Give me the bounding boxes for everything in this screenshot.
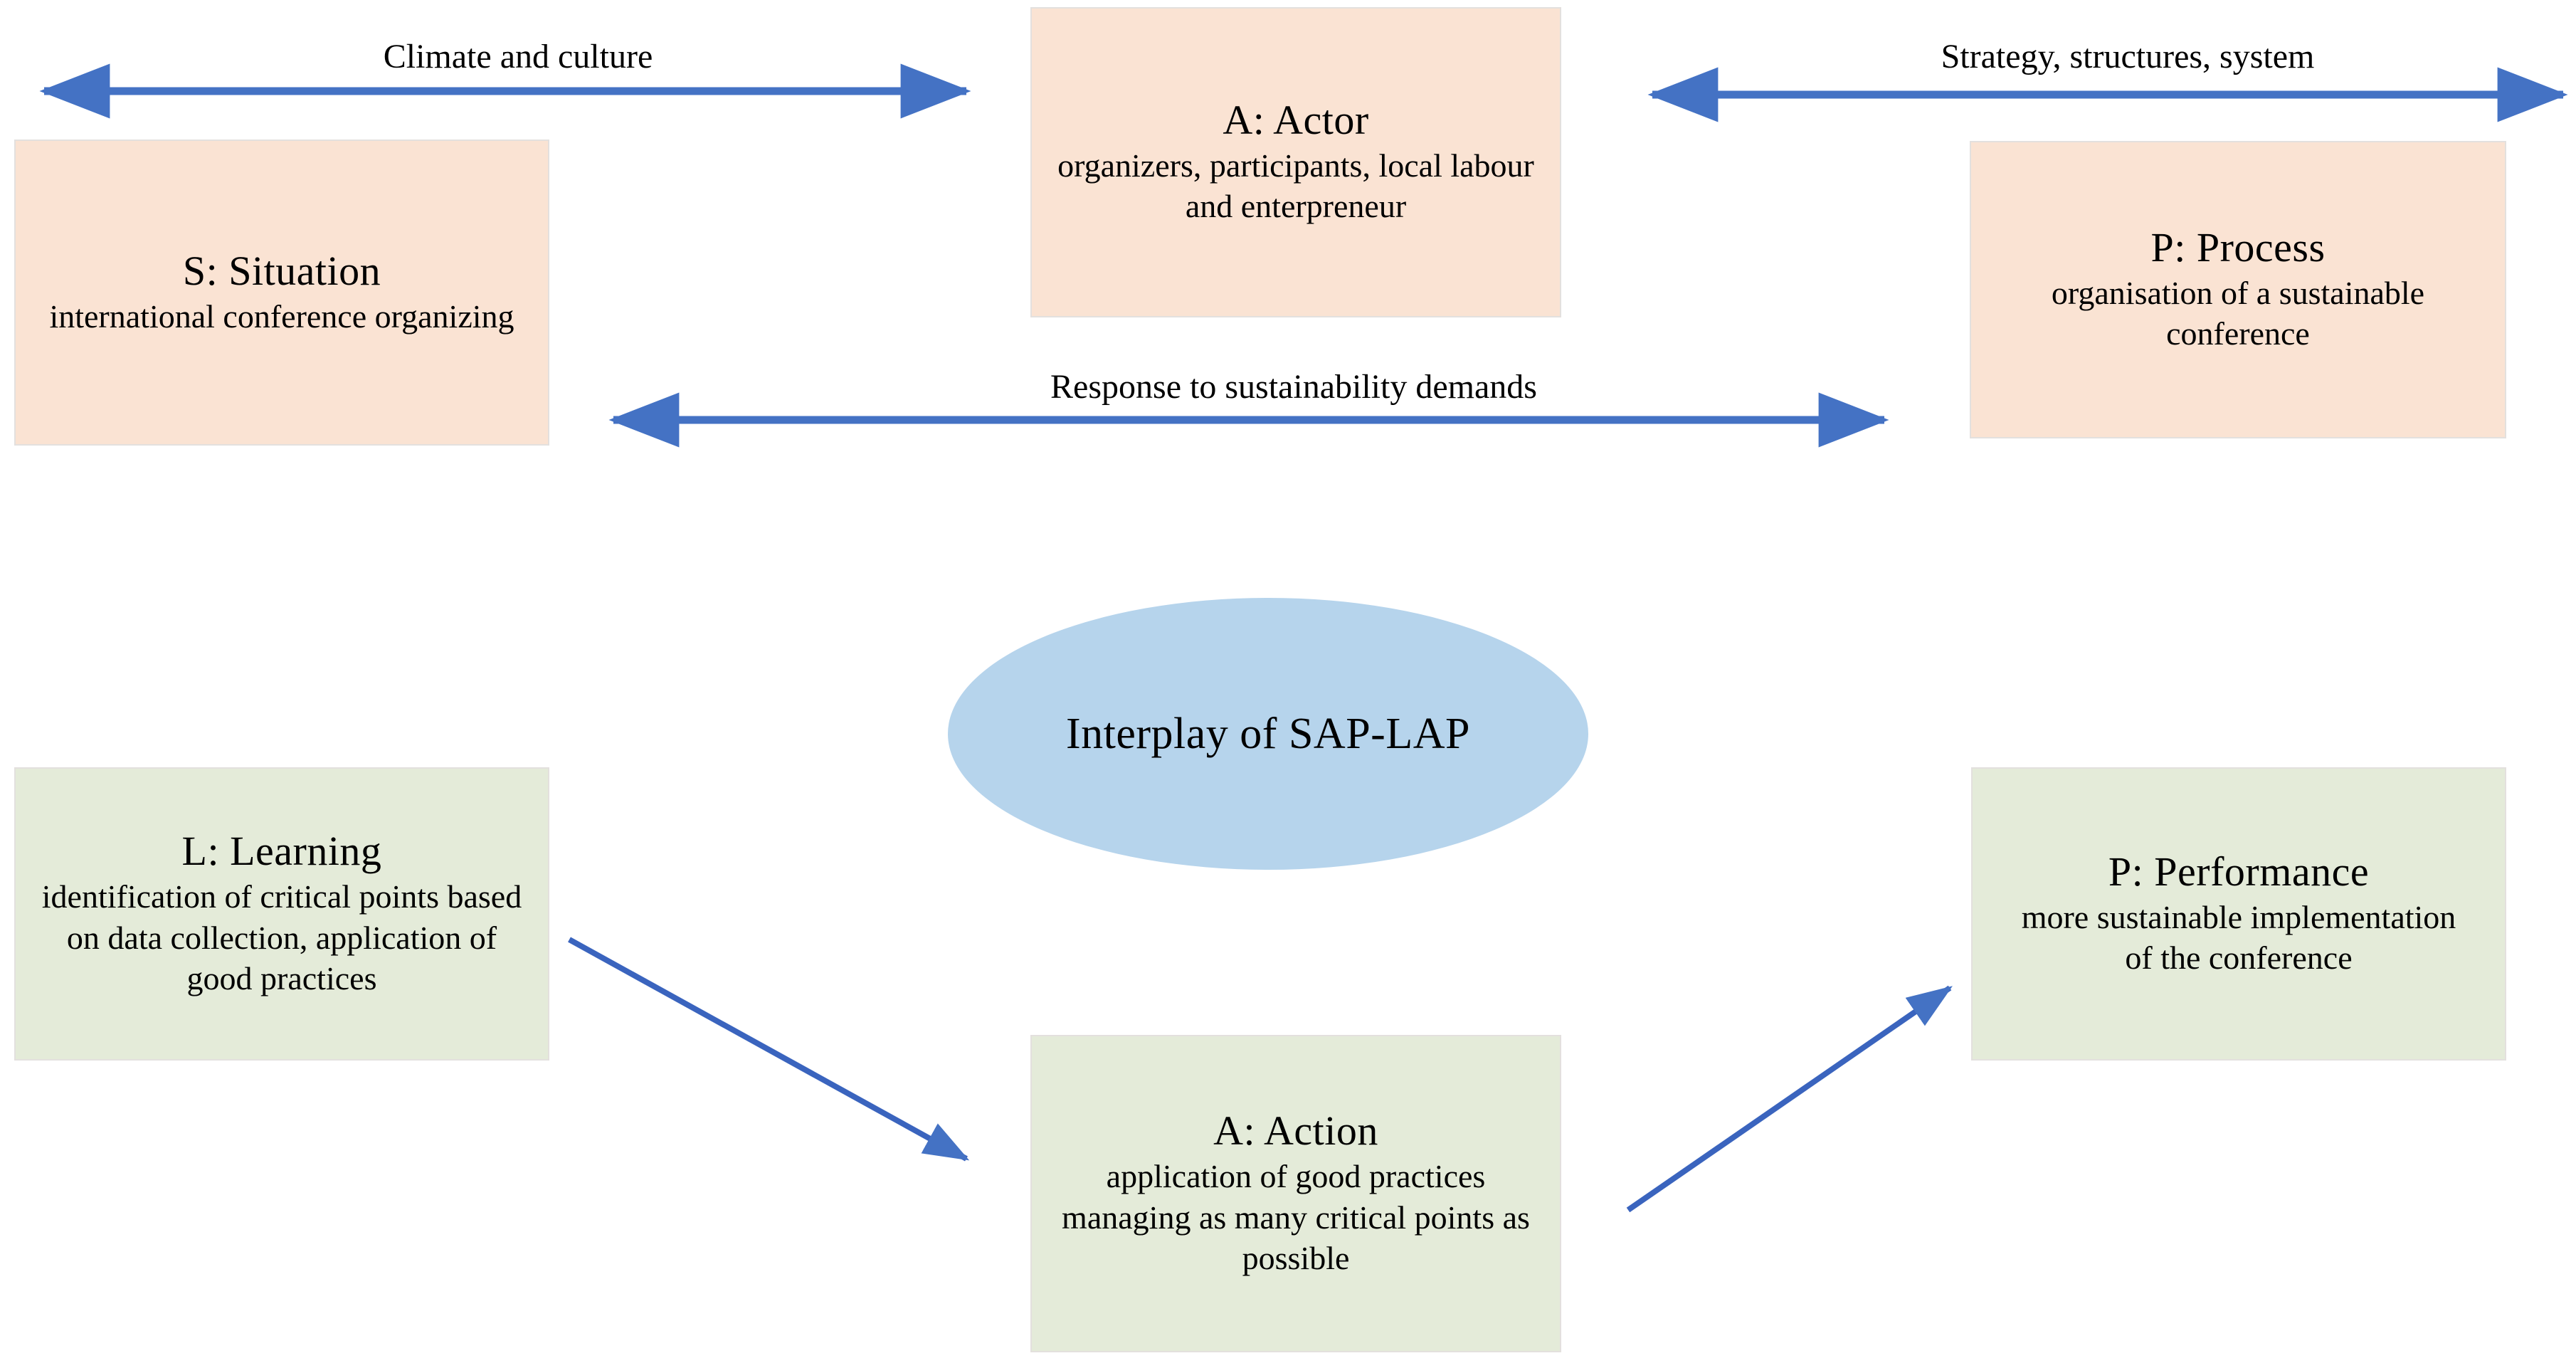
node-action-description: application of good practices managing a… [1062, 1157, 1530, 1277]
node-performance[interactable]: P: Performance more sustainable implemen… [1971, 767, 2506, 1061]
node-action[interactable]: A: Action application of good practices … [1030, 1035, 1561, 1352]
node-situation-description: international conference organizing [49, 298, 514, 335]
node-performance-title: P: Performance [2108, 848, 2370, 895]
node-performance-description: more sustainable implementation of the c… [2021, 898, 2456, 977]
center-ellipse-label: Interplay of SAP-LAP [1066, 709, 1470, 758]
node-process[interactable]: P: Process organisation of a sustainable… [1970, 141, 2506, 438]
node-process-description: organisation of a sustainable conference [2051, 274, 2425, 352]
node-learning-description: identification of critical points based … [41, 878, 522, 997]
edge-label-response-to-sustainability-demands: Response to sustainability demands [1050, 368, 1537, 406]
edge-label-strategy-structures-system: Strategy, structures, system [1941, 38, 2315, 75]
node-learning[interactable]: L: Learning identification of critical p… [14, 767, 549, 1061]
arrow-action-to-performance [1626, 985, 1953, 1213]
node-process-title: P: Process [2150, 223, 2326, 270]
arrow-learning-to-action [568, 937, 970, 1162]
node-actor-description: organizers, participants, local labour a… [1057, 147, 1534, 225]
node-situation[interactable]: S: Situation international conference or… [14, 140, 549, 446]
node-actor[interactable]: A: Actor organizers, participants, local… [1030, 7, 1561, 317]
node-actor-title: A: Actor [1223, 96, 1369, 143]
node-situation-title: S: Situation [182, 247, 381, 294]
center-ellipse-interplay[interactable]: Interplay of SAP-LAP [948, 598, 1588, 870]
node-learning-title: L: Learning [181, 827, 382, 874]
edge-label-climate-and-culture: Climate and culture [383, 38, 653, 75]
node-action-title: A: Action [1213, 1107, 1378, 1154]
